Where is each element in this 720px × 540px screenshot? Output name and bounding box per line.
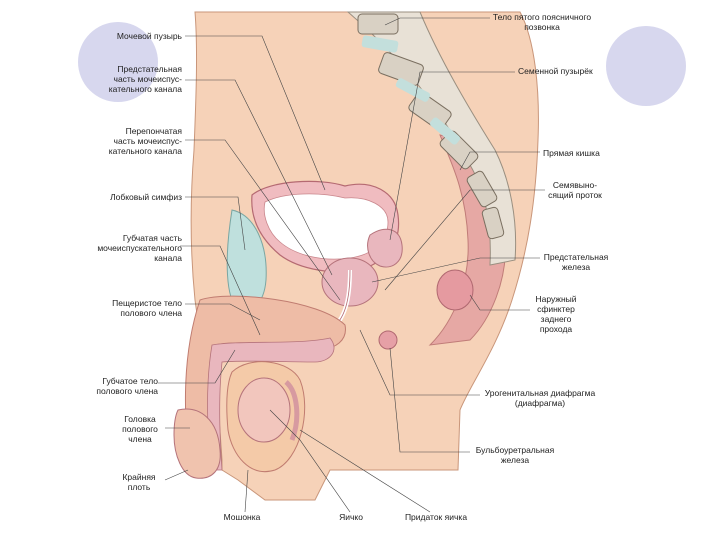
label-corpus-cavernosum: Пещеристое тело полового члена: [112, 298, 182, 318]
label-prostate: Предстательная железа: [538, 252, 614, 272]
label-corpus-spongiosum: Губчатое тело полового члена: [96, 376, 158, 396]
label-seminal-vesicle: Семенной пузырёк: [518, 66, 593, 76]
label-scrotum: Мошонка: [212, 512, 272, 522]
anal-sphincter-shape: [437, 270, 473, 310]
label-lumbar-vertebra: Тело пятого поясничного позвонка: [488, 12, 596, 32]
label-membranous-urethra: Перепончатая часть мочеиспус- кательного…: [109, 126, 182, 156]
vertebra: [358, 14, 398, 34]
seminal-vesicle-shape: [368, 229, 403, 267]
label-ejaculatory-duct: Семявыно- сящий проток: [540, 180, 610, 200]
label-prostatic-urethra: Предстательная часть мочеиспус- кательно…: [109, 64, 182, 94]
leader-line: [165, 470, 188, 480]
testis-shape: [238, 378, 290, 442]
label-testis: Яичко: [326, 512, 376, 522]
bulbourethral-gland-shape: [379, 331, 397, 349]
label-urogenital-diaphragm: Урогенитальная диафрагма (диафрагма): [480, 388, 600, 408]
label-epididymis: Придаток яичка: [396, 512, 476, 522]
label-anal-sphincter: Наружный сфинктер заднего прохода: [528, 294, 584, 334]
label-glans: Головка полового члена: [118, 414, 162, 444]
label-spongy-urethra: Губчатая часть мочеиспускательного канал…: [97, 233, 182, 263]
label-bladder: Мочевой пузырь: [117, 31, 182, 41]
label-pubic-symphysis: Лобковый симфиз: [110, 192, 182, 202]
label-rectum: Прямая кишка: [543, 148, 600, 158]
decor-circle-right: [606, 26, 686, 106]
label-bulbourethral-gland: Бульбоуретральная железа: [470, 445, 560, 465]
label-foreskin: Крайняя плоть: [116, 472, 162, 492]
